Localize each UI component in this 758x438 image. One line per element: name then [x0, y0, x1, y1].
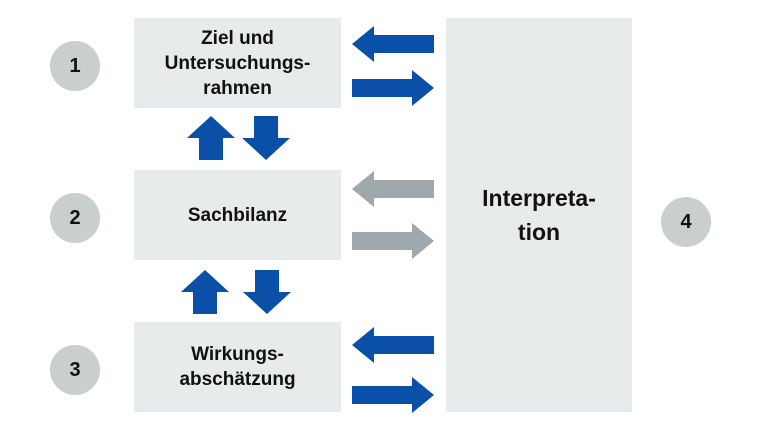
stage-box-impact-assessment: Wirkungs- abschätzung	[134, 322, 341, 412]
stage-label-line: Untersuchungs-	[164, 52, 311, 74]
step-number-badge: 4	[661, 197, 711, 247]
step-number-badge: 1	[50, 41, 100, 91]
arrow-right-icon	[352, 70, 434, 106]
arrow-left-icon	[352, 26, 434, 62]
interpretation-label-line: Interpreta-	[482, 185, 596, 211]
stage-label: Ziel und Untersuchungs- rahmen	[165, 26, 311, 101]
arrow-down-icon	[242, 116, 290, 160]
interpretation-label: Interpreta- tion	[482, 181, 596, 249]
stage-label-line: Wirkungs-	[191, 344, 284, 365]
arrow-left-icon	[352, 327, 434, 363]
arrow-up-icon	[187, 116, 235, 160]
stage-label: Wirkungs- abschätzung	[179, 342, 295, 392]
arrow-down-icon	[243, 270, 291, 314]
arrow-right-icon	[352, 377, 434, 413]
interpretation-box: Interpreta- tion	[446, 18, 632, 412]
arrow-up-icon	[181, 270, 229, 314]
stage-label-line: abschätzung	[179, 369, 296, 390]
interpretation-label-line: tion	[517, 219, 561, 245]
stage-label-line: Ziel und	[201, 27, 274, 49]
stage-label-line: rahmen	[203, 77, 272, 99]
step-number-badge: 3	[50, 345, 100, 395]
stage-box-inventory: Sachbilanz	[134, 170, 341, 260]
stage-label: Sachbilanz	[187, 204, 288, 226]
stage-box-goal-scope: Ziel und Untersuchungs- rahmen	[134, 18, 341, 108]
step-number-badge: 2	[50, 193, 100, 243]
arrow-left-icon	[352, 171, 434, 207]
arrow-right-icon	[352, 223, 434, 259]
